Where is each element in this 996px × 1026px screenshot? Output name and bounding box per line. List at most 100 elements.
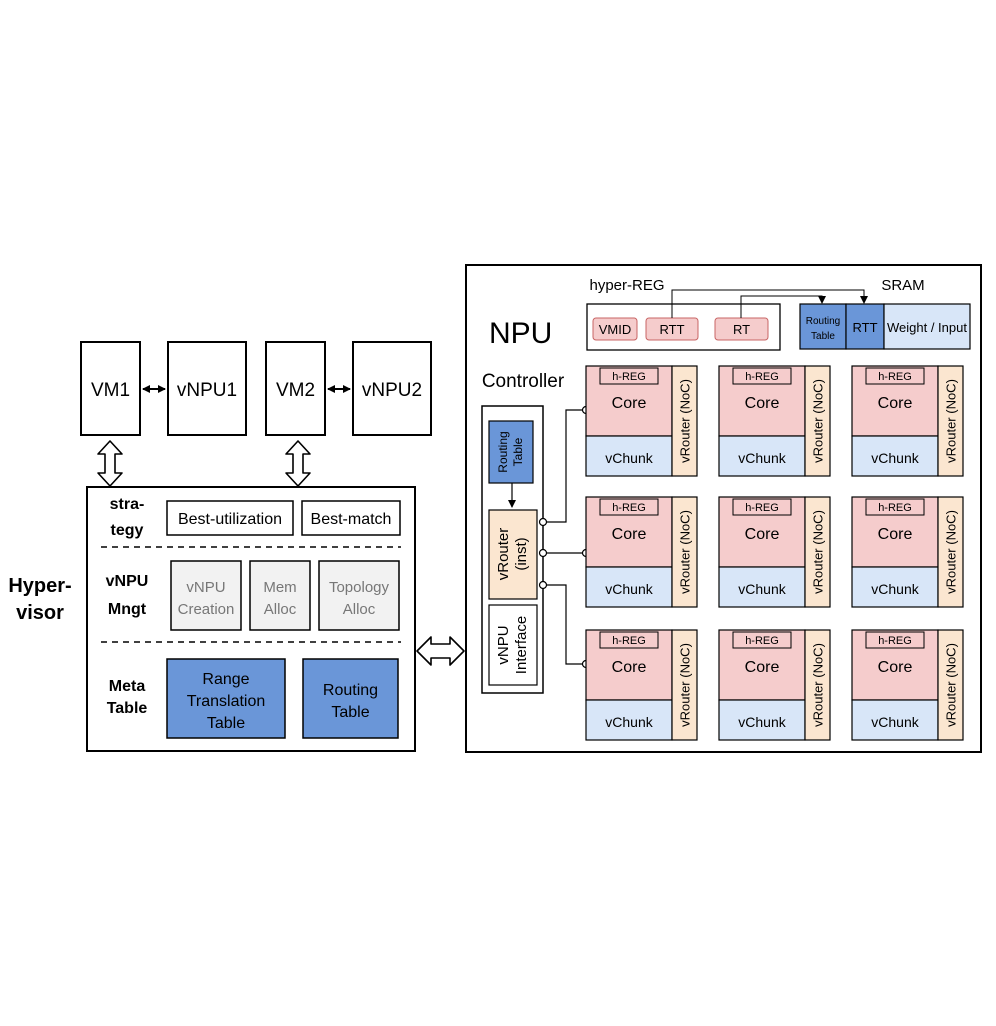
core-label-r2c1: Core <box>612 526 647 543</box>
sram-rtt <box>845 303 885 350</box>
vchunk-r3c1 <box>585 699 673 741</box>
vrouter-label-r3c3: vRouter (NoC) <box>944 643 959 727</box>
sram-routing-line2: Table <box>811 331 835 342</box>
controller-vrouter-inst <box>488 509 538 600</box>
npu-title: NPU <box>489 317 552 350</box>
core-label-r3c3: Core <box>878 659 913 676</box>
vm1-label: VM1 <box>91 380 130 401</box>
hreg-label-r1c3: h-REG <box>878 371 912 383</box>
vchunk-label-r2c2: vChunk <box>738 581 786 597</box>
rtt-to-sram-rtt-connector <box>671 289 868 318</box>
vnpu-mngt-label-line2: Mngt <box>108 601 147 618</box>
vnpu2-box <box>352 341 432 436</box>
vrouter-label-r1c1: vRouter (NoC) <box>678 379 693 463</box>
best-utilization-box <box>166 500 294 536</box>
hreg-label-r1c2: h-REG <box>745 371 779 383</box>
vrouter-inst-line1: vRouter <box>495 528 512 581</box>
hreg-label-r2c1: h-REG <box>612 502 646 514</box>
rt-register-label: RT <box>733 322 750 337</box>
controller-routing-line1: Routing <box>496 431 510 472</box>
vrouter-noc-r1c1 <box>671 365 698 477</box>
vrouter-label-r2c3: vRouter (NoC) <box>944 510 959 594</box>
meta-table-label-line1: Meta <box>109 678 146 695</box>
vrouter-label-r2c1: vRouter (NoC) <box>678 510 693 594</box>
vrouter-label-r2c2: vRouter (NoC) <box>811 510 826 594</box>
mem-alloc-line2: Alloc <box>264 601 297 618</box>
hreg-box-r1c3 <box>865 367 925 385</box>
vmid-label: VMID <box>599 322 632 337</box>
best-utilization-label: Best-utilization <box>178 511 282 528</box>
range-translation-line1: Range <box>202 671 249 688</box>
best-match-label: Best-match <box>311 511 392 528</box>
npu-block: NPU hyper-REG VMID RTT RT SRAM Routing T… <box>465 264 982 753</box>
port-node-2 <box>538 548 548 558</box>
vchunk-r3c3 <box>851 699 939 741</box>
mem-alloc-box <box>249 560 311 631</box>
rt-to-sram-routing-connector <box>740 295 826 318</box>
hreg-box-r2c3 <box>865 498 925 516</box>
port-node-3 <box>538 580 548 590</box>
hreg-box-r1c2 <box>732 367 792 385</box>
hreg-label-r2c2: h-REG <box>745 502 779 514</box>
vmid-register <box>592 317 638 341</box>
vm2-hypervisor-arrow <box>285 440 311 487</box>
core-grid: h-REG Core vChunk vRouter (NoC) h-REG Core vCh… <box>585 365 964 741</box>
routing-table-line1: Routing <box>323 682 378 699</box>
hreg-label-r3c2: h-REG <box>745 635 779 647</box>
vrouter-noc-r1c2 <box>804 365 831 477</box>
vchunk-label-r1c2: vChunk <box>738 450 786 466</box>
controller-routing-table <box>488 420 534 484</box>
controller-routing-line2: Table <box>511 437 525 466</box>
topology-alloc-box <box>318 560 400 631</box>
controller-wire-row1 <box>543 409 586 523</box>
hreg-box-r1c1 <box>599 367 659 385</box>
controller-label: Controller <box>482 371 565 392</box>
hreg-label-r3c1: h-REG <box>612 635 646 647</box>
hreg-label-r1c1: h-REG <box>612 371 646 383</box>
vnpu1-label: vNPU1 <box>177 380 237 401</box>
vnpu-creation-box <box>170 560 242 631</box>
sram-routing-line1: Routing <box>806 316 840 327</box>
vchunk-label-r3c1: vChunk <box>605 714 653 730</box>
hyper-reg-label: hyper-REG <box>589 277 664 294</box>
hypervisor-block: Hyper- visor stra- tegy Best-utilization… <box>8 486 416 752</box>
vchunk-label-r2c1: vChunk <box>605 581 653 597</box>
vchunk-r2c2 <box>718 566 806 608</box>
core-label-r3c2: Core <box>745 659 780 676</box>
range-translation-line2: Translation <box>187 693 266 710</box>
routing-table-box <box>302 658 399 739</box>
controller-wire-row3 <box>543 584 586 665</box>
vnpu-creation-line1: vNPU <box>186 579 225 596</box>
vchunk-label-r2c3: vChunk <box>871 581 919 597</box>
best-match-box <box>301 500 401 536</box>
port-node-1 <box>538 517 548 527</box>
vrouter-noc-r2c3 <box>937 496 964 608</box>
vchunk-r1c3 <box>851 435 939 477</box>
vm1-box <box>80 341 141 436</box>
hreg-box-r2c2 <box>732 498 792 516</box>
vrouter-noc-r1c3 <box>937 365 964 477</box>
vrouter-noc-r2c2 <box>804 496 831 608</box>
mem-alloc-line1: Mem <box>263 579 296 596</box>
meta-table-label-line2: Table <box>107 700 148 717</box>
vchunk-label-r3c3: vChunk <box>871 714 919 730</box>
hreg-label-r2c3: h-REG <box>878 502 912 514</box>
vrouter-label-r1c2: vRouter (NoC) <box>811 379 826 463</box>
strategy-label-line1: stra- <box>110 496 145 513</box>
sram-weight-input-label: Weight / Input <box>887 320 967 335</box>
vnpu-creation-line2: Creation <box>178 601 235 618</box>
core-label-r3c1: Core <box>612 659 647 676</box>
vrouter-label-r1c3: vRouter (NoC) <box>944 379 959 463</box>
range-translation-table-box <box>166 658 286 739</box>
hypervisor-npu-arrow <box>416 636 465 666</box>
vchunk-r2c1 <box>585 566 673 608</box>
vrouter-noc-r3c3 <box>937 629 964 741</box>
vrouter-inst-line2: (inst) <box>513 537 530 570</box>
vchunk-label-r1c1: vChunk <box>605 450 653 466</box>
hypervisor-title-line1: Hyper- <box>8 575 71 597</box>
vm2-label: VM2 <box>276 380 315 401</box>
hreg-box-r3c3 <box>865 631 925 649</box>
hreg-box-r3c2 <box>732 631 792 649</box>
hreg-box-r3c1 <box>599 631 659 649</box>
routing-table-line2: Table <box>331 704 369 721</box>
